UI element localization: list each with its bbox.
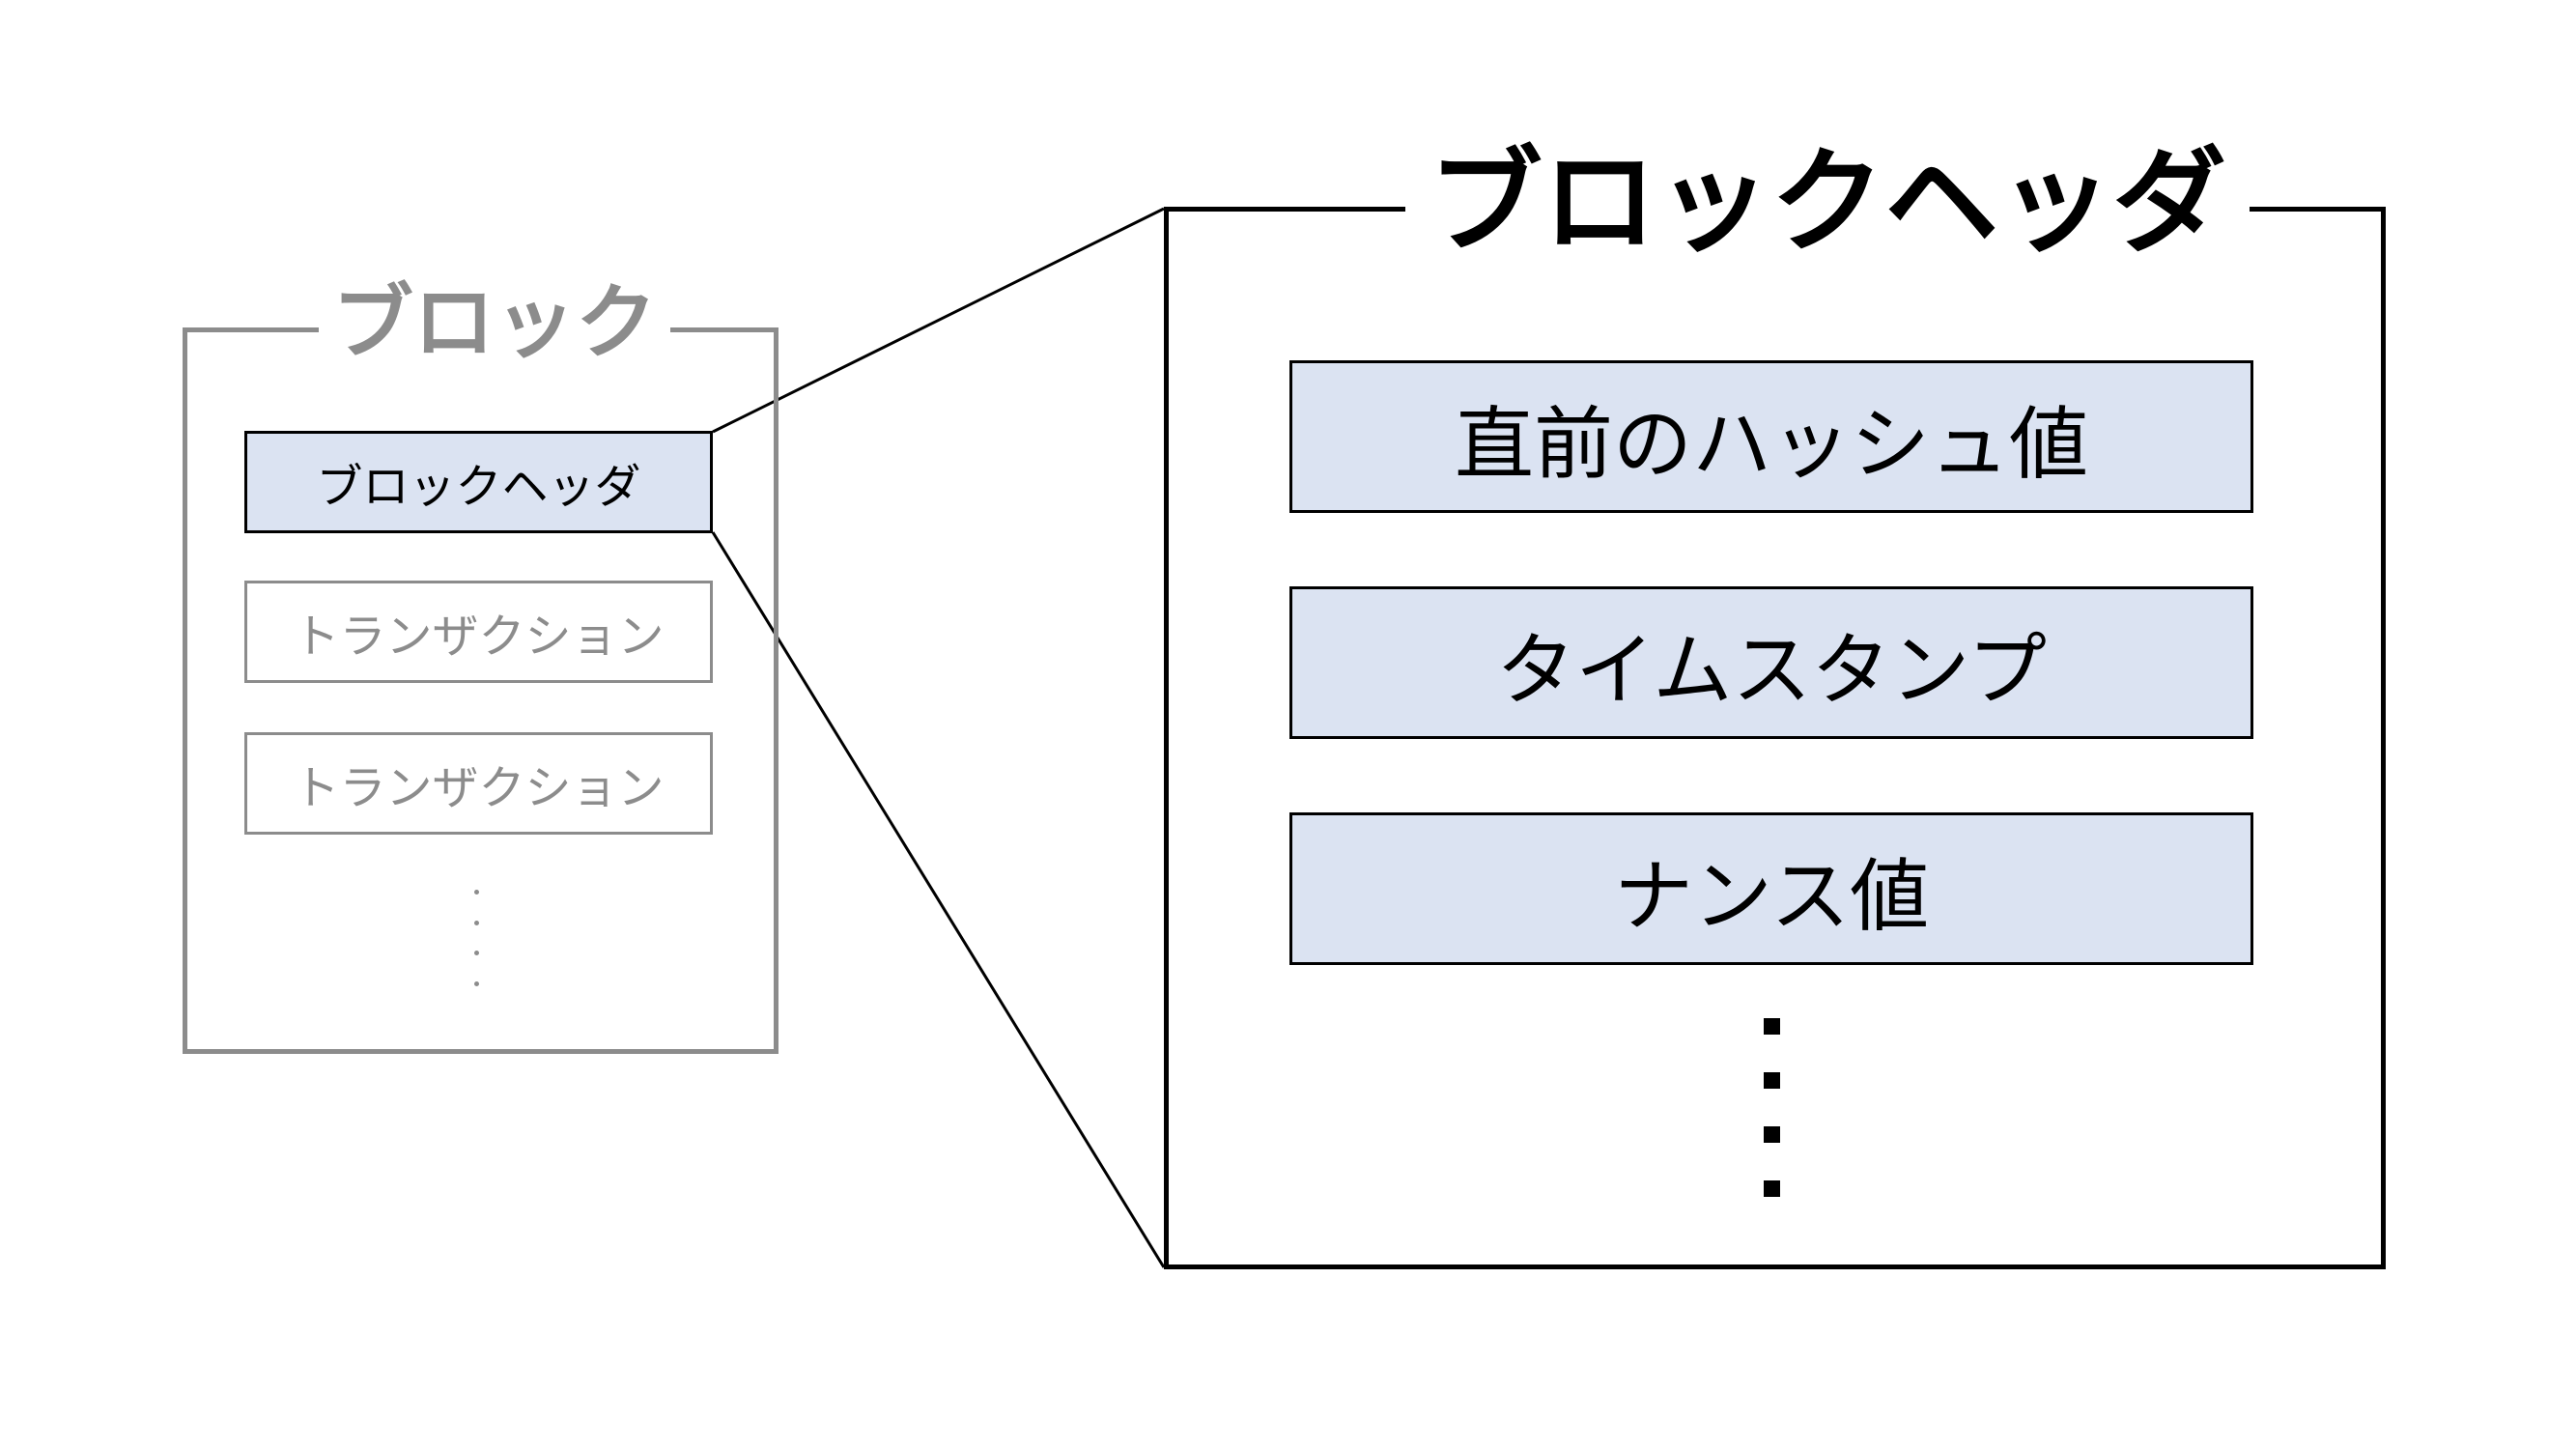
block-title: ブロック xyxy=(319,282,671,363)
block-ellipsis-dots xyxy=(470,890,482,986)
nonce-field: ナンス値 xyxy=(1289,812,2253,965)
ellipsis-dot xyxy=(1763,1126,1780,1143)
zoom-line-bottom xyxy=(711,531,1166,1268)
ellipsis-dot xyxy=(473,890,479,895)
ellipsis-dot xyxy=(473,951,479,956)
ellipsis-dot xyxy=(1763,1018,1780,1035)
block-header-title: ブロックヘッダ xyxy=(1405,145,2250,259)
previous-hash-field: 直前のハッシュ値 xyxy=(1289,360,2253,513)
block-header-box: ブロックヘッダ xyxy=(244,431,713,533)
transaction-box-2: トランザクション xyxy=(244,732,713,835)
transaction-box-1: トランザクション xyxy=(244,581,713,683)
zoom-line-top xyxy=(712,207,1165,434)
ellipsis-dot xyxy=(1763,1072,1780,1089)
timestamp-field: タイムスタンプ xyxy=(1289,586,2253,739)
ellipsis-dot xyxy=(473,980,479,986)
ellipsis-dot xyxy=(473,920,479,925)
ellipsis-dot xyxy=(1763,1180,1780,1197)
header-ellipsis-dots xyxy=(1760,1018,1783,1197)
